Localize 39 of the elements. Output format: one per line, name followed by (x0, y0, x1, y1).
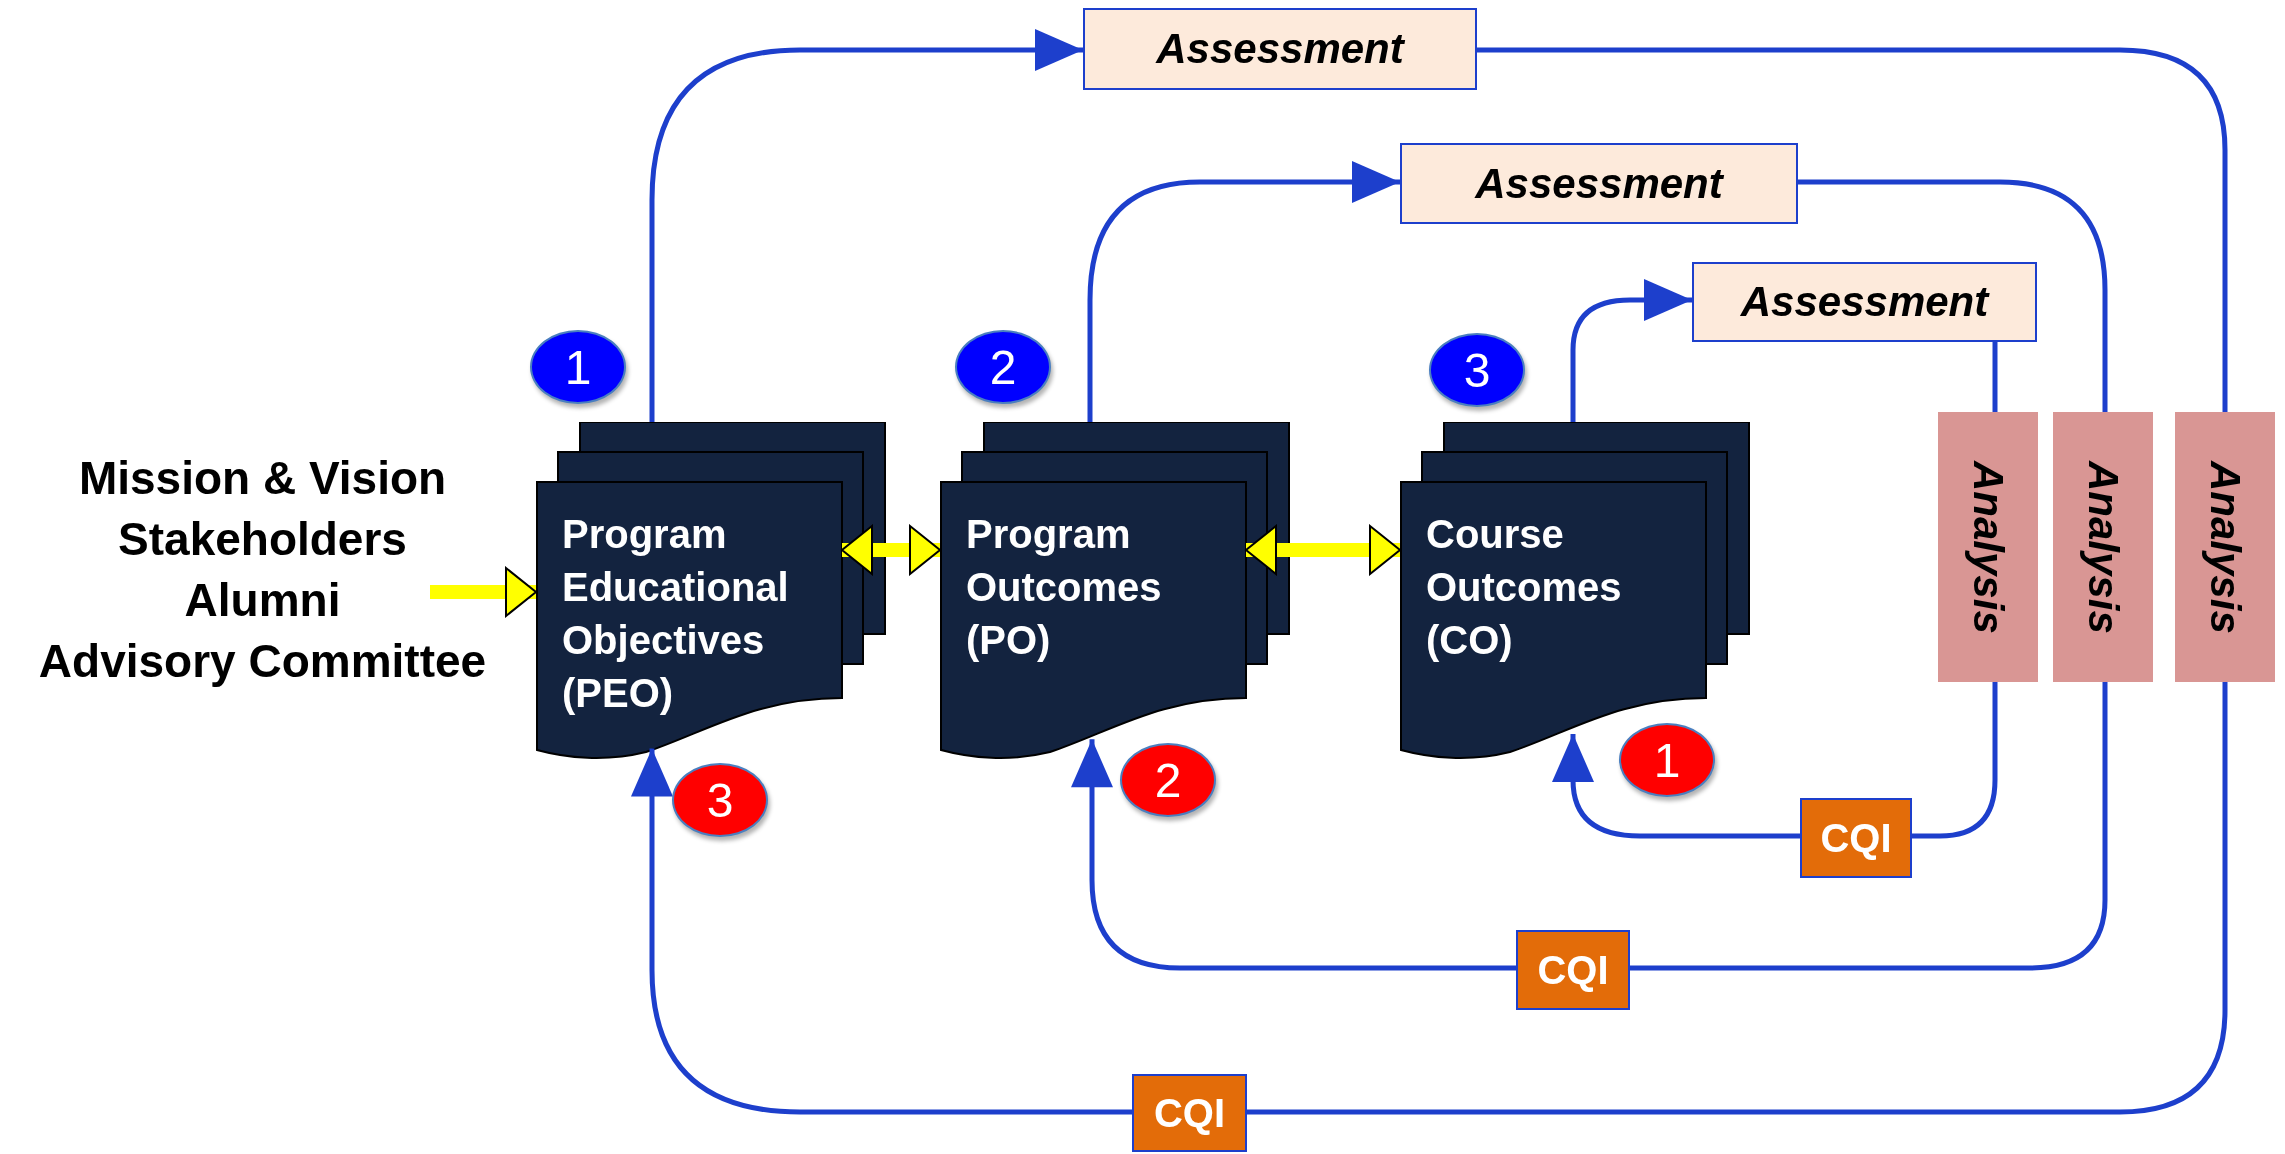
document-title: Program Educational Objectives (PEO) (562, 511, 790, 717)
connector-line (1992, 342, 1998, 412)
arrow (1570, 279, 1692, 422)
arrow (631, 748, 1132, 1115)
analysis-box: Analysis (2175, 412, 2275, 682)
block-arrow (841, 525, 941, 575)
step-number-circle: 2 (955, 330, 1051, 404)
process-box: CQI (1516, 930, 1630, 1010)
step-number-circle: 2 (1120, 743, 1216, 817)
analysis-box: Analysis (2053, 412, 2153, 682)
input-label: Advisory Committee (38, 634, 487, 689)
block-arrow (1245, 525, 1401, 575)
document-stack (940, 422, 1290, 762)
input-label: Alumni (184, 573, 341, 628)
connector-line (1912, 682, 1998, 839)
block-arrow (430, 567, 537, 617)
process-box: CQI (1132, 1074, 1247, 1152)
document-stack (536, 422, 886, 762)
arrow (1087, 161, 1400, 422)
analysis-box: Analysis (1938, 412, 2038, 682)
assessment-box: Assessment (1692, 262, 2037, 342)
step-number-circle: 1 (1619, 723, 1715, 797)
input-label: Mission & Vision (78, 451, 447, 506)
arrow (1552, 733, 1800, 839)
document-title: Course Outcomes (CO) (1426, 511, 1623, 664)
connector-line (1798, 179, 2108, 412)
arrow (649, 29, 1083, 422)
process-box: CQI (1800, 798, 1912, 878)
document-title: Program Outcomes (PO) (966, 511, 1163, 664)
assessment-box: Assessment (1083, 8, 1477, 90)
input-label: Stakeholders (118, 512, 407, 567)
connector-line (1477, 47, 2228, 412)
step-number-circle: 3 (672, 763, 768, 837)
step-number-circle: 3 (1429, 333, 1525, 407)
assessment-box: Assessment (1400, 143, 1798, 224)
connector-line (1247, 682, 2228, 1115)
arrow (1071, 739, 1516, 971)
connector-line (1630, 682, 2108, 971)
step-number-circle: 1 (530, 330, 626, 404)
